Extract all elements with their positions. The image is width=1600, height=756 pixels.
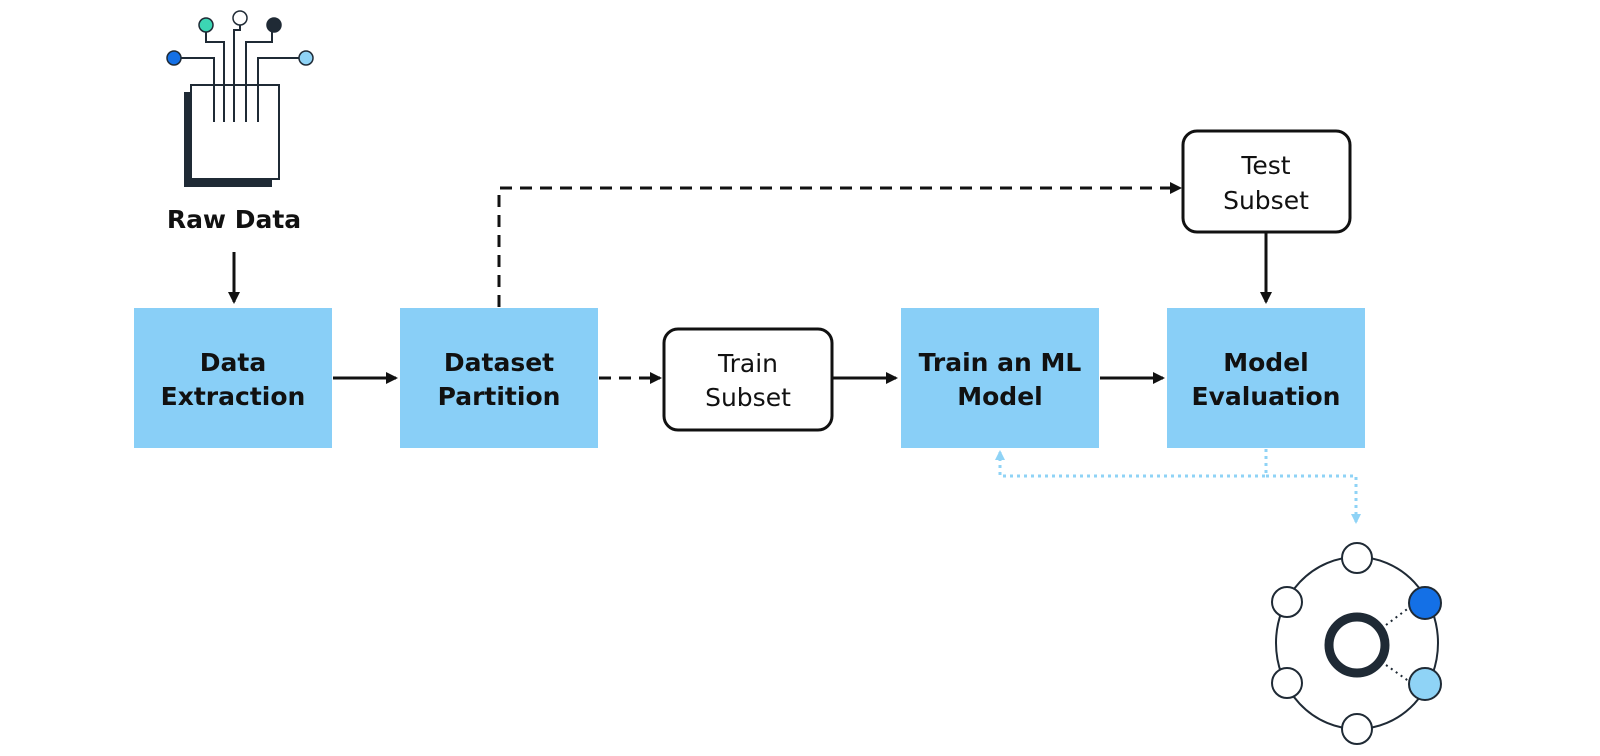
data-extraction-line1: Data [200,348,266,377]
model-evaluation-node[interactable]: Model Evaluation [1167,308,1365,448]
model-evaluation-line1: Model [1223,348,1308,377]
model-evaluation-line2: Evaluation [1192,382,1341,411]
dataset-partition-line2: Partition [438,382,561,411]
raw-data-label: Raw Data [167,205,301,234]
feedback-arrow-to-deployment [1266,474,1361,524]
test-subset-line2: Subset [1223,186,1309,215]
test-subset-node[interactable]: Test Subset [1181,129,1352,234]
train-model-line1: Train an ML [919,348,1082,377]
data-extraction-node[interactable]: Data Extraction [134,308,332,448]
feedback-arrow-to-training [995,449,1268,478]
dataset-partition-line1: Dataset [444,348,554,377]
train-model-line2: Model [957,382,1042,411]
test-subset-line1: Test [1240,151,1290,180]
dataset-partition-node[interactable]: Dataset Partition [400,308,598,448]
train-subset-line1: Train [717,349,778,378]
data-circuit-icon [166,10,314,187]
train-subset-node[interactable]: Train Subset [662,327,834,432]
arrow-partition-to-test [497,182,1182,307]
train-model-node[interactable]: Train an ML Model [901,308,1099,448]
data-extraction-line2: Extraction [161,382,306,411]
train-subset-line2: Subset [705,383,791,412]
model-network-icon [1271,542,1442,745]
